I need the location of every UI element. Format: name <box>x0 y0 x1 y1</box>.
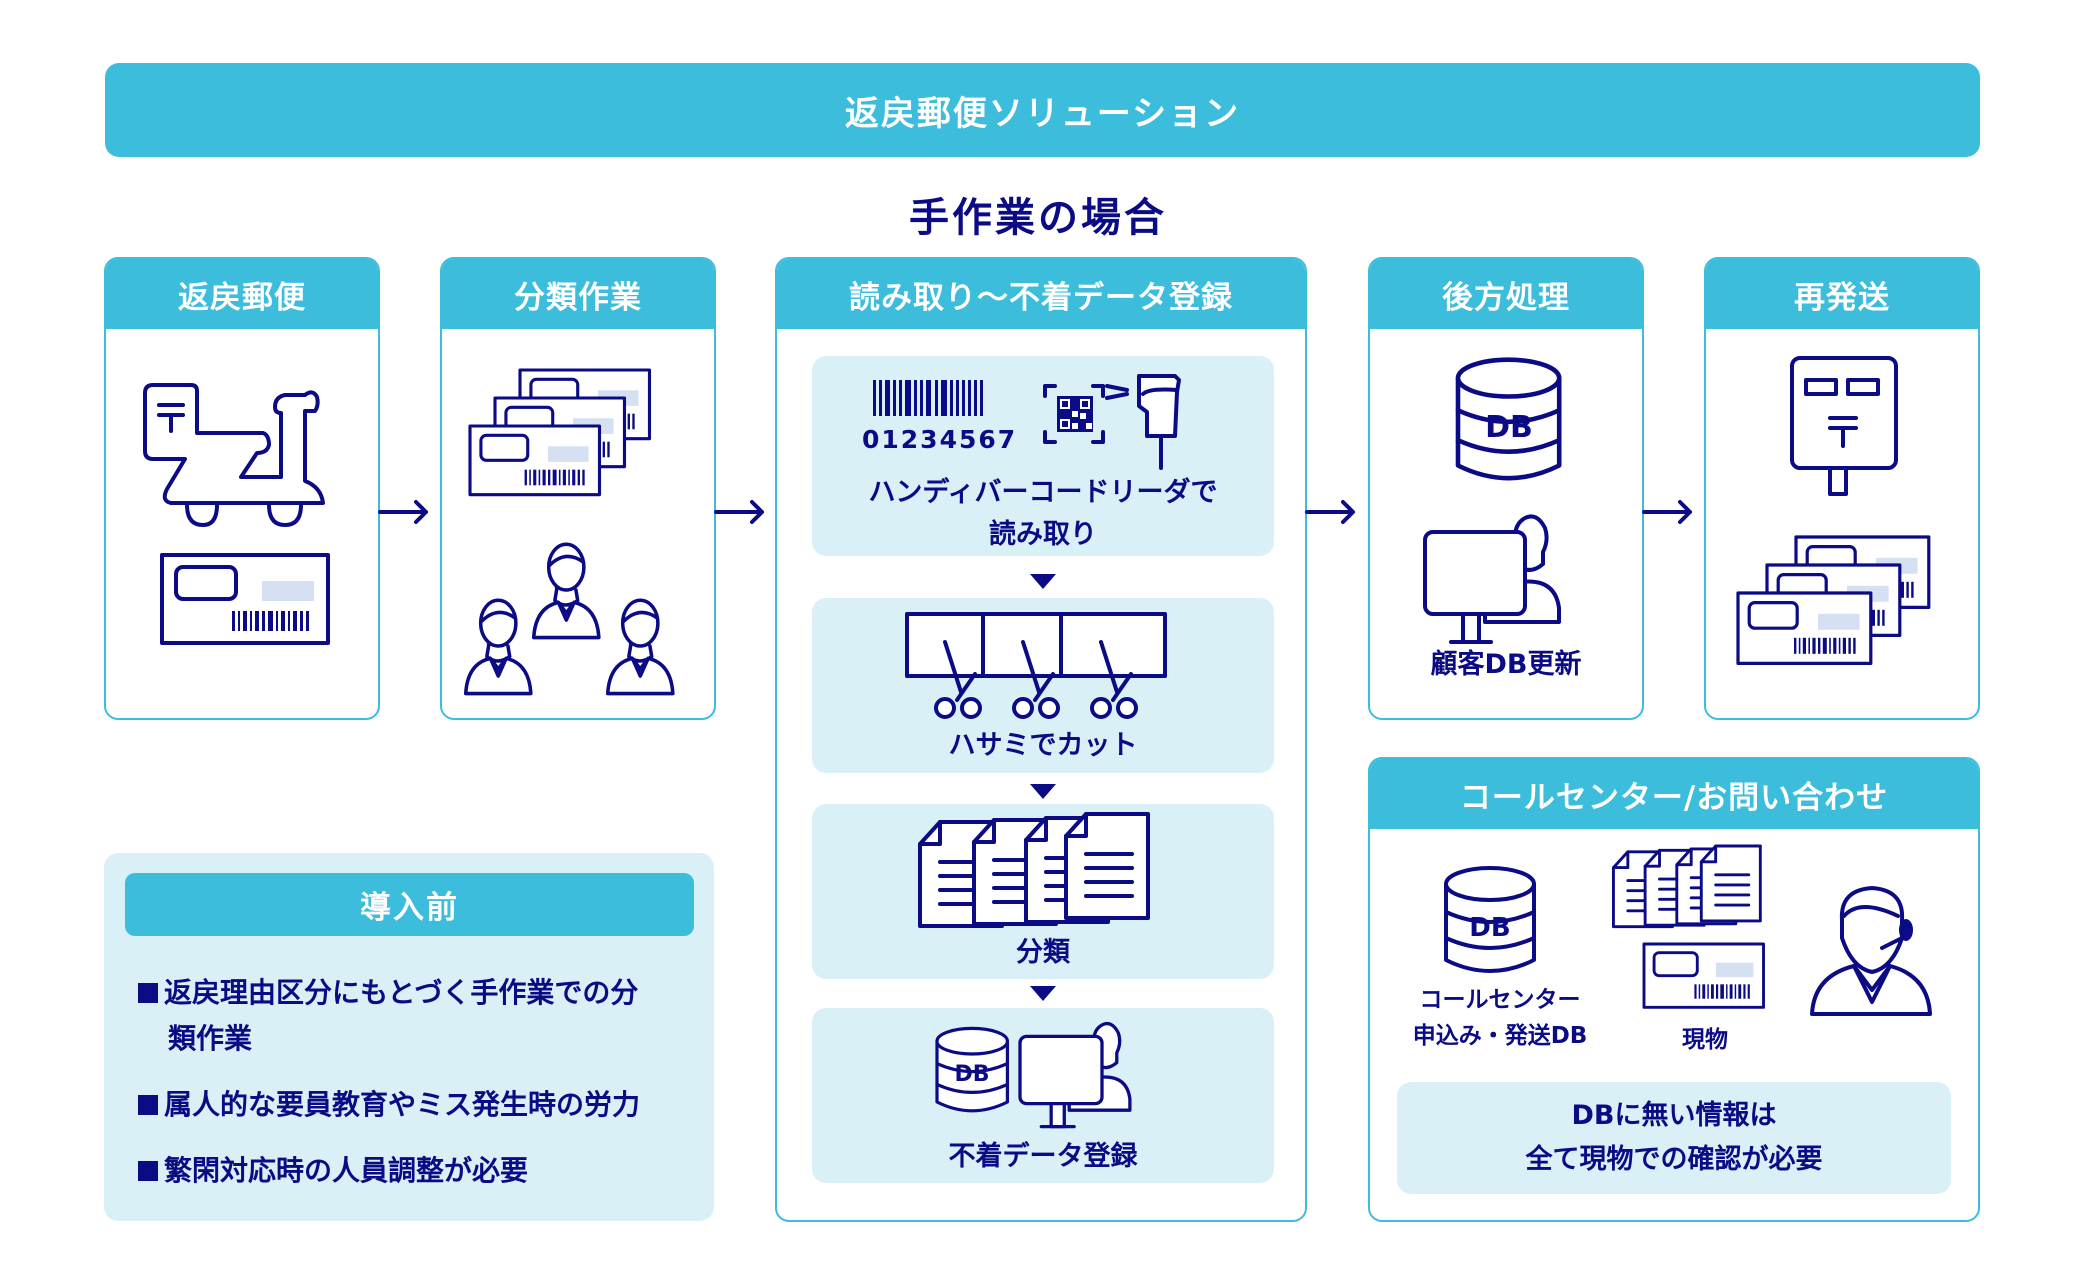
note-line1: DBに無い情報は <box>1571 1100 1777 1131</box>
db-text: DB <box>1485 410 1533 445</box>
barcode-icon <box>873 380 983 416</box>
db-text: DB <box>1469 913 1511 943</box>
postcard-icon <box>1642 942 1765 1009</box>
db-label-line2: 申込み・発送DB <box>1412 1023 1588 1049</box>
qr-code-icon <box>1043 384 1105 444</box>
substep-label-register: 不着データ登録 <box>948 1141 1138 1172</box>
step-title: 読み取り〜不着データ登録 <box>777 259 1305 329</box>
section-subtitle: 手作業の場合 <box>909 195 1167 241</box>
postcard-icon <box>160 553 330 645</box>
step-title: 再発送 <box>1706 259 1978 329</box>
bullet-text: 繁閑対応時の人員調整が必要 <box>164 1154 529 1187</box>
before-bullets: 返戻理由区分にもとづく手作業での分 類作業 属人的な要員教育やミス発生時の労力 … <box>138 970 698 1194</box>
step-card-back-office: 後方処理 <box>1368 257 1644 720</box>
postcard-stack-icon <box>468 368 652 497</box>
operator-pc-icon <box>1423 514 1561 644</box>
substep-label-cut: ハサミでカット <box>948 730 1138 761</box>
postcard-stack-icon <box>1736 535 1931 666</box>
delivery-scooter-icon <box>143 383 325 527</box>
db-text: DB <box>954 1062 990 1087</box>
bullet-item: 繁閑対応時の人員調整が必要 <box>138 1148 698 1194</box>
call-center-title: コールセンター/お問い合わせ <box>1370 759 1978 829</box>
document-stack-icon <box>918 812 1150 928</box>
bullet-item: 返戻理由区分にもとづく手作業での分 類作業 <box>138 970 698 1062</box>
document-stack-icon <box>1611 844 1762 929</box>
bullet-square-icon <box>138 1095 158 1115</box>
flow-arrow-icon <box>1305 500 1355 524</box>
flow-arrow-icon <box>1642 500 1692 524</box>
step-label-db-update: 顧客DB更新 <box>1430 649 1582 680</box>
scan-label-line2: 読み取り <box>989 519 1097 550</box>
bullet-text: 返戻理由区分にもとづく手作業での分 <box>164 976 639 1009</box>
solution-banner: 返戻郵便ソリューション <box>105 63 1980 157</box>
staff-group-icon <box>463 542 675 696</box>
bullet-text-continued: 類作業 <box>168 1022 253 1055</box>
bullet-item: 属人的な要員教育やミス発生時の労力 <box>138 1082 698 1128</box>
call-operator-icon <box>1810 886 1932 1016</box>
step-title: 返戻郵便 <box>106 259 378 329</box>
substep-label-scan: ハンディバーコードリーダで 読み取り <box>812 472 1274 556</box>
bullet-square-icon <box>138 983 158 1003</box>
scissors-cut-icon <box>905 612 1167 719</box>
bullet-text: 属人的な要員教育やミス発生時の労力 <box>164 1088 641 1121</box>
scan-label-line1: ハンディバーコードリーダで <box>868 477 1218 508</box>
down-arrow-icon <box>1030 574 1056 589</box>
flow-arrow-icon <box>378 500 428 524</box>
step-title: 後方処理 <box>1370 259 1642 329</box>
step-title: 分類作業 <box>442 259 714 329</box>
mailbox-icon <box>1790 356 1898 496</box>
barcode-number: 01234567 <box>862 425 1018 454</box>
before-introduction-title: 導入前 <box>125 873 694 936</box>
note-line2: 全て現物での確認が必要 <box>1525 1144 1823 1175</box>
down-arrow-icon <box>1030 986 1056 1001</box>
flow-arrow-icon <box>714 500 764 524</box>
items-label: 現物 <box>1682 1027 1728 1053</box>
bullet-square-icon <box>138 1161 158 1181</box>
down-arrow-icon <box>1030 784 1056 799</box>
substep-label-sort: 分類 <box>1016 937 1070 968</box>
call-center-note: DBに無い情報は 全て現物での確認が必要 <box>1397 1082 1951 1194</box>
operator-pc-icon <box>1018 1021 1132 1129</box>
db-label-line1: コールセンター <box>1419 987 1581 1013</box>
handheld-scanner-icon <box>1105 374 1181 470</box>
call-center-db-label: コールセンター 申込み・発送DB <box>1390 982 1610 1054</box>
